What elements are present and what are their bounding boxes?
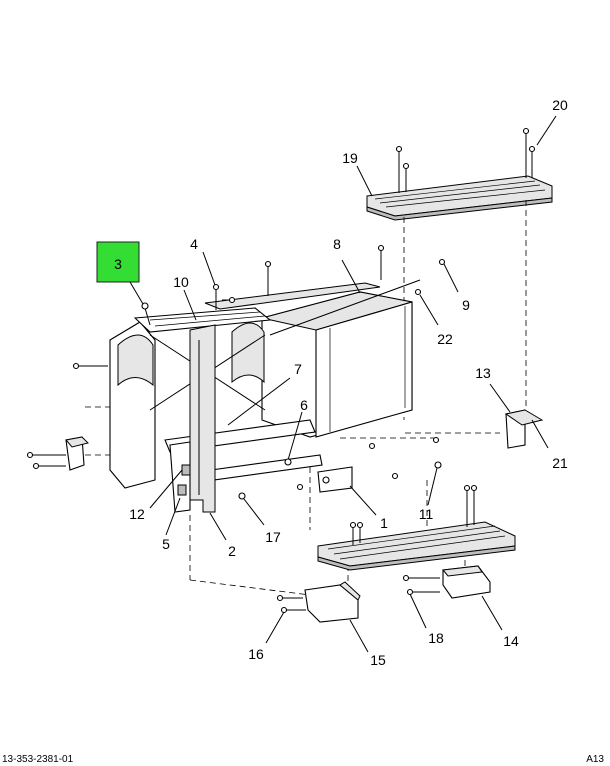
lower-step (317, 484, 516, 571)
main-enclosure (204, 244, 413, 438)
callout-1[interactable]: 1 (380, 515, 388, 531)
left-bracket (26, 436, 89, 471)
callout-4[interactable]: 4 (190, 236, 198, 252)
callout-11[interactable]: 11 (419, 506, 434, 522)
callout-19[interactable]: 19 (342, 150, 358, 166)
callout-21[interactable]: 21 (552, 455, 568, 471)
callout-15[interactable]: 15 (370, 652, 386, 668)
highlight-label: 3 (114, 256, 122, 272)
callout-22[interactable]: 22 (437, 331, 453, 347)
callout-2[interactable]: 2 (228, 543, 236, 559)
battery-frame (72, 302, 323, 513)
callout-14[interactable]: 14 (503, 633, 519, 649)
callout-5[interactable]: 5 (162, 536, 170, 552)
drawing-number: 13-353-2381-01 (2, 754, 74, 765)
callout-10[interactable]: 10 (173, 274, 189, 290)
callout-7[interactable]: 7 (294, 361, 302, 377)
callout-6[interactable]: 6 (300, 397, 308, 413)
callout-12[interactable]: 12 (129, 506, 145, 522)
bracket-1 (317, 466, 377, 516)
upper-step-assembly (356, 115, 557, 221)
callout-16[interactable]: 16 (248, 646, 264, 662)
bracket-13 (489, 383, 549, 449)
callout-9[interactable]: 9 (462, 297, 470, 313)
fasteners-and-leaders (129, 251, 459, 541)
bracket-15 (265, 581, 369, 653)
callout-20[interactable]: 20 (552, 97, 568, 113)
callout-13[interactable]: 13 (475, 365, 491, 381)
alignment-lines (85, 200, 527, 600)
page-code: A13 (586, 754, 604, 765)
callout-17[interactable]: 17 (265, 529, 281, 545)
callout-8[interactable]: 8 (333, 236, 341, 252)
callout-18[interactable]: 18 (428, 630, 444, 646)
bracket-14 (402, 565, 503, 631)
highlight-box[interactable] (96, 241, 140, 283)
